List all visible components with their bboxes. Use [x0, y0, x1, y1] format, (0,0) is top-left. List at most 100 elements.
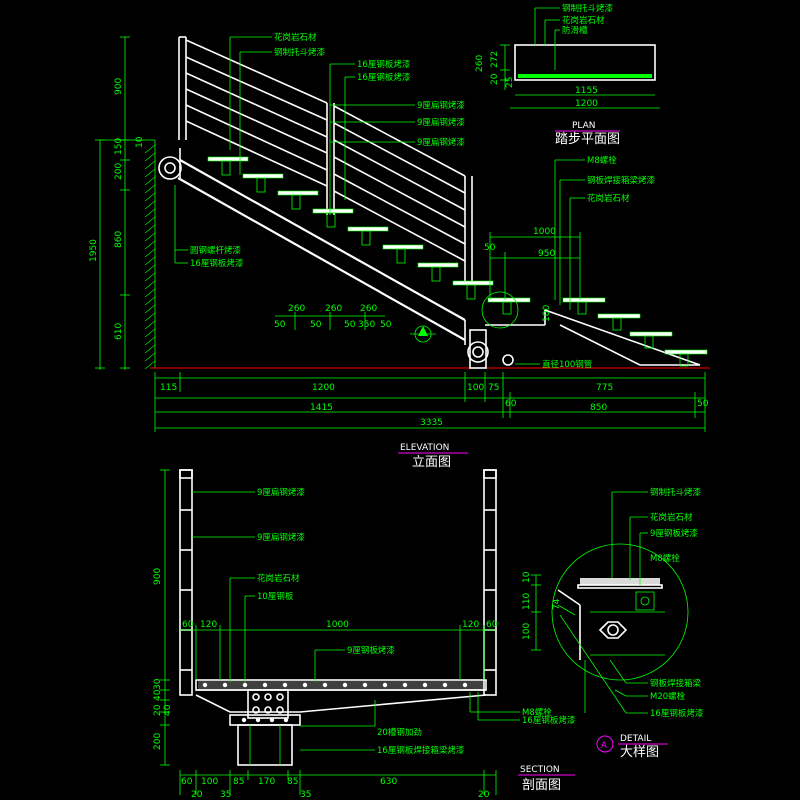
hatch-line — [144, 272, 156, 282]
hatch-line — [144, 184, 156, 194]
hatch-line — [144, 208, 156, 218]
section-dim-120a: 120 — [200, 620, 217, 630]
dim-610: 610 — [114, 323, 124, 340]
plan-dim-1155: 1155 — [575, 86, 598, 96]
label-flat9-a: 9厘扁钢烤漆 — [417, 100, 465, 111]
detail-marker: A — [601, 741, 607, 751]
section-marker — [410, 325, 436, 343]
elevation-left-dimensions: 900 150 200 10 860 1950 610 — [89, 36, 155, 370]
tread-bolt — [222, 682, 228, 688]
section-dim-100: 100 — [201, 777, 218, 787]
stair-tread — [452, 280, 494, 286]
label-granite-b: 花岗岩石材 — [587, 193, 630, 204]
section-dim-60: 60 — [181, 777, 193, 787]
section-bottom-dimensions: 60 100 85 170 85 630 20 35 35 20 — [179, 770, 497, 800]
section-dim-120b: 120 — [462, 620, 479, 630]
detail-callout-circle — [481, 291, 519, 329]
dim-step-260-c: 260 — [360, 304, 377, 314]
hatch-line — [144, 304, 156, 314]
bracket-bolt — [264, 693, 272, 701]
stair-tread — [382, 244, 424, 250]
tread-bracket — [679, 353, 689, 367]
hatch-line — [144, 264, 156, 274]
stair-tread — [417, 262, 459, 268]
elevation-bottom-dimensions: 115 1200 100 75 775 60 850 50 1415 3335 — [154, 372, 709, 432]
section-dim-20b: 20 — [478, 790, 490, 800]
label-plate16-a: 16厘钢板烤漆 — [357, 59, 411, 70]
tread-bolt — [322, 682, 328, 688]
tread-bracket — [644, 335, 654, 349]
tread-bolt — [402, 682, 408, 688]
detail-dim-100: 100 — [522, 623, 532, 640]
tread-bolt — [202, 682, 208, 688]
tread-bracket — [256, 177, 266, 193]
dim-step-50-d: 50 — [380, 320, 392, 330]
section-label-flat9-a: 9厘扁钢烤漆 — [257, 487, 305, 498]
plan-label-granite: 花岗岩石材 — [562, 15, 605, 26]
tread-bracket — [396, 248, 406, 264]
hatch-line — [144, 344, 156, 354]
bracket-bolt — [276, 693, 284, 701]
tread-bracket — [326, 212, 336, 228]
bracket-bolt — [276, 706, 284, 714]
hatch-line — [144, 160, 156, 170]
hatch-line — [144, 240, 156, 250]
plan-dim-260: 260 — [475, 55, 485, 72]
stair-tread — [597, 313, 641, 319]
section-dim-85: 85 — [233, 777, 244, 787]
plan-dim-25: 25 — [505, 77, 515, 88]
section-dim-85b: 85 — [287, 777, 298, 787]
section-dim-630: 630 — [380, 777, 397, 787]
section-right-post — [483, 469, 497, 696]
stair-tread — [562, 297, 606, 303]
detail-label-bracket: 钢制托斗烤漆 — [650, 487, 702, 498]
detail-label-bolt: M8螺栓 — [650, 553, 680, 564]
tread-bolt — [362, 682, 368, 688]
label-plate16-b: 16厘钢板烤漆 — [357, 72, 411, 83]
section-left-dimensions: 900 30 40 20 40 200 — [153, 469, 173, 766]
tread-bolt — [262, 682, 268, 688]
dim-10: 10 — [135, 136, 145, 148]
section-dim-200: 200 — [153, 733, 163, 750]
label-flat9-c: 9厘扁钢烤漆 — [417, 137, 465, 148]
detail-label-bolt2: M20螺栓 — [650, 691, 686, 702]
beam-bolt — [269, 717, 275, 723]
detail-dim-110: 110 — [522, 593, 532, 610]
plan-title-cn: 踏步平面图 — [555, 132, 620, 147]
section-dim-35b: 35 — [300, 790, 311, 800]
detail-view: 10 110 74 100 钢制托斗烤漆 花岗岩石材 9厘钢板烤漆 M8螺栓 钢… — [522, 487, 704, 760]
dim-step-350: 350 — [358, 320, 375, 330]
dim-900: 900 — [114, 78, 124, 95]
detail-dim-74: 74 — [552, 598, 562, 610]
plan-dim-20: 20 — [490, 73, 500, 85]
section-dim-30: 30 — [153, 678, 163, 690]
plan-label-bracket: 钢制托斗烤漆 — [562, 3, 614, 14]
tread-bolt — [282, 682, 288, 688]
tread-bracket — [502, 301, 512, 315]
hatch-line — [144, 224, 156, 234]
section-label-plate16: 16厘钢板烤漆 — [522, 715, 576, 726]
section-dim-40b: 40 — [163, 704, 173, 716]
stair-tread — [347, 226, 389, 232]
bracket-bolt — [252, 693, 260, 701]
dim-150: 150 — [114, 138, 124, 155]
tread-bracket — [612, 317, 622, 331]
stringer-beam — [177, 148, 701, 366]
section-inner-dimensions: 60 120 1000 120 60 — [180, 620, 498, 680]
detail-label-plate16: 16厘钢板烤漆 — [650, 708, 704, 719]
section-dim-60a: 60 — [182, 620, 194, 630]
stair-steps-upper — [207, 156, 494, 300]
section-leaders: 9厘扁钢烤漆 9厘扁钢烤漆 花岗岩石材 10厘钢板 9厘钢板烤漆 20槽钢加劲 … — [192, 487, 576, 756]
hatch-line — [144, 352, 156, 362]
hatch-line — [144, 200, 156, 210]
hatch-line — [144, 168, 156, 178]
hatch-line — [144, 360, 156, 370]
section-label-plate9: 9厘钢板烤漆 — [347, 645, 395, 656]
stair-tread — [664, 349, 708, 355]
plan-view: 260 272 20 25 1155 1200 钢制托斗烤漆 花岗岩石材 防滑槽… — [475, 3, 660, 147]
tread-bracket — [291, 194, 301, 210]
tread-bracket — [431, 266, 441, 282]
stair-tread — [312, 208, 354, 214]
stair-tread — [629, 331, 673, 337]
